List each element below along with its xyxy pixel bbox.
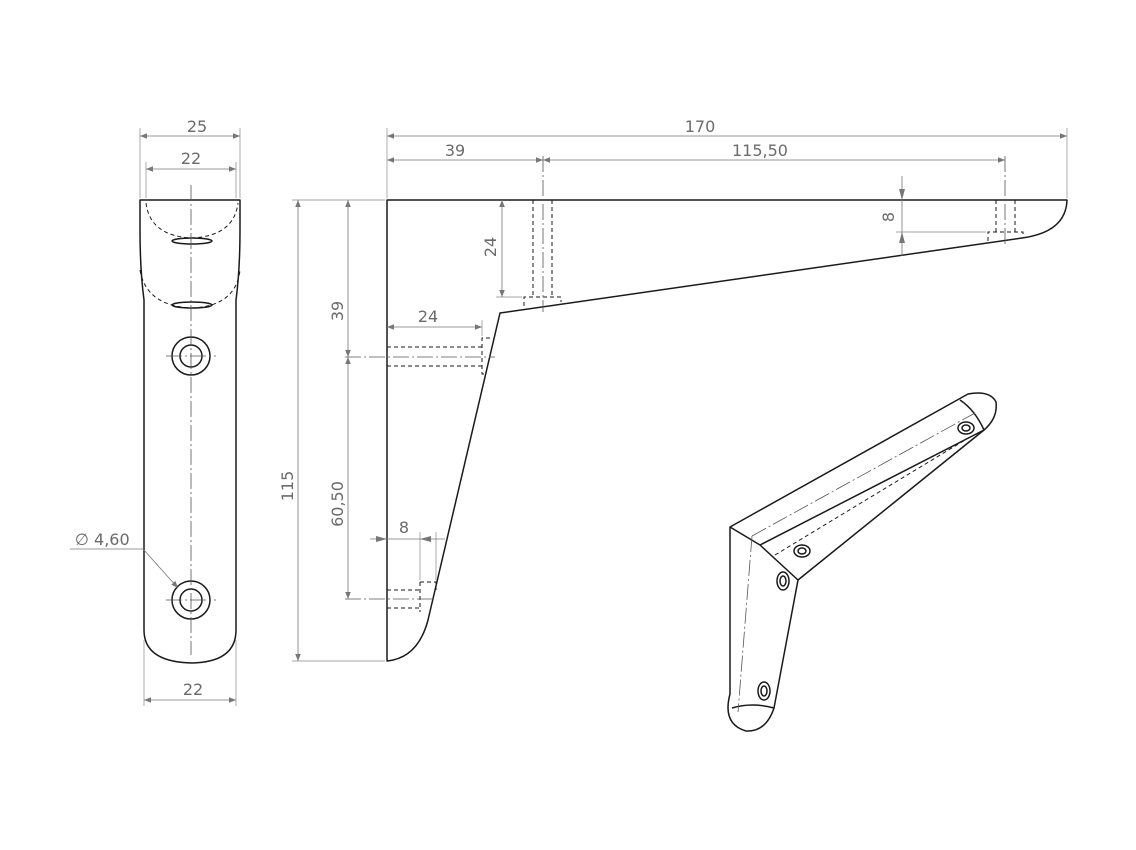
side-dim-39-label: 39	[445, 141, 465, 160]
side-dim-8-right-label: 8	[879, 212, 898, 222]
side-left-hole-head	[481, 337, 490, 375]
iso-hole-post-lower	[757, 681, 771, 701]
side-view-outline	[386, 199, 1068, 662]
iso-post-center	[737, 535, 753, 713]
side-dim-60-50-label: 60,50	[328, 481, 347, 527]
hole-diameter-label: ∅ 4,60	[75, 530, 130, 549]
iso-inner-bottom	[731, 704, 775, 709]
front-dim-25-label: 25	[187, 117, 207, 136]
side-dim-24-left-label: 24	[418, 307, 438, 326]
front-dim-22-bottom-label: 22	[183, 680, 203, 699]
iso-hole-arm-end	[957, 421, 975, 435]
side-dim-170-label: 170	[685, 117, 716, 136]
iso-top-edge	[759, 429, 985, 546]
front-view: 25 22 22 ∅ 4,60	[70, 117, 241, 706]
iso-hole-corner	[793, 544, 811, 558]
front-view-hidden-top	[145, 202, 239, 239]
side-view: 170 39 115,50 8 24 24 8 39 60,50	[278, 117, 1068, 662]
iso-hole-post-upper	[776, 571, 790, 591]
side-dim-8-bottom-arrow-right	[420, 536, 431, 542]
front-view-outline	[139, 199, 241, 664]
front-dim-22-top-label: 22	[181, 149, 201, 168]
side-dim-39-vert-label: 39	[328, 301, 347, 321]
side-dim-8-bottom-arrow-left	[376, 536, 387, 542]
side-dim-24-top-label: 24	[481, 237, 500, 257]
side-dim-115-label: 115	[278, 471, 297, 502]
iso-front-edge	[759, 544, 799, 581]
side-dim-8-right-arrow-bottom	[899, 232, 905, 243]
side-bottom-hole-head	[419, 581, 437, 612]
hole-diameter-leader	[70, 548, 179, 589]
front-view-slot-1	[171, 237, 213, 245]
iso-arm-hidden	[774, 439, 966, 556]
iso-hole-arm-end-inner	[961, 424, 971, 432]
iso-inner-top	[959, 399, 985, 431]
side-dim-8-right-arrow-top	[899, 189, 905, 200]
side-dim-115-50-label: 115,50	[732, 141, 788, 160]
iso-hole-post-upper-inner	[779, 575, 787, 587]
iso-hole-corner-inner	[797, 547, 807, 555]
iso-arm-center	[751, 412, 976, 537]
side-dim-8-bottom-label: 8	[399, 518, 409, 537]
iso-hole-post-lower-inner	[760, 685, 768, 697]
isometric-view	[727, 392, 997, 732]
front-view-slot-2	[171, 301, 213, 309]
iso-vert-edge	[729, 526, 761, 546]
